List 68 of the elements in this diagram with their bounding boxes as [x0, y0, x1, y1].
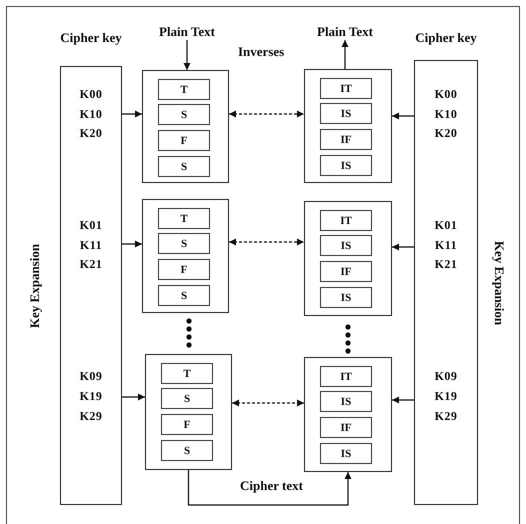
round-key-label: K00 [78, 87, 104, 102]
key-expansion-label: Key Expansion [491, 240, 507, 325]
cipher-key-heading: Cipher key [59, 30, 123, 46]
round-key-label: K19 [78, 389, 104, 404]
arrow [188, 470, 352, 506]
arrow [392, 244, 414, 250]
function-box: IS [320, 391, 372, 412]
round-key-label: K09 [434, 369, 458, 384]
arrow [392, 396, 414, 404]
round-key-label: K11 [78, 238, 104, 253]
arrow [229, 238, 304, 246]
round-key-label: K01 [434, 218, 458, 233]
function-box: S [161, 440, 213, 461]
arrow [184, 40, 190, 70]
round-key-label: K29 [78, 409, 104, 424]
round-key-label: K00 [434, 87, 458, 102]
function-box: S [158, 233, 210, 254]
function-box: IT [320, 210, 372, 231]
round-key-label: K09 [78, 369, 104, 384]
function-box: T [161, 363, 213, 384]
function-box: IS [320, 155, 372, 176]
edge-label: Cipher text [238, 478, 305, 494]
function-box: IF [320, 129, 372, 150]
inverses-label: Inverses [238, 44, 284, 60]
arrow [122, 394, 145, 400]
arrow [122, 240, 142, 248]
function-box: IS [320, 443, 372, 464]
function-box: F [161, 414, 213, 435]
round-box [304, 69, 392, 183]
round-key-label: K21 [434, 257, 458, 272]
round-box [304, 357, 392, 472]
arrow [392, 112, 414, 120]
round-box [304, 201, 392, 316]
arrow [122, 110, 142, 118]
function-box: S [158, 104, 210, 125]
round-key-label: K20 [78, 126, 104, 141]
round-key-label: K10 [434, 107, 458, 122]
plain-text-label: Plain Text [310, 24, 380, 40]
function-box: S [158, 285, 210, 306]
arrow [229, 110, 304, 118]
function-box: T [158, 208, 210, 229]
round-key-label: K19 [434, 389, 458, 404]
plain-text-label: Plain Text [152, 24, 222, 40]
round-key-label: K20 [434, 126, 458, 141]
function-box: T [158, 79, 210, 100]
function-box: IS [320, 235, 372, 256]
function-box: IT [320, 366, 372, 387]
function-box: F [158, 130, 210, 151]
key-expansion-label: Key Expansion [27, 243, 43, 328]
function-box: IS [320, 103, 372, 124]
arrow [232, 400, 304, 406]
function-box: F [158, 259, 210, 280]
round-key-label: K29 [434, 409, 458, 424]
function-box: S [161, 388, 213, 409]
round-key-label: K10 [78, 107, 104, 122]
cipher-key-heading: Cipher key [414, 30, 478, 46]
function-box: IF [320, 261, 372, 282]
arrow [342, 40, 348, 69]
function-box: IT [320, 78, 372, 99]
round-key-label: K01 [78, 218, 104, 233]
function-box: S [158, 156, 210, 177]
function-box: IF [320, 417, 372, 438]
round-key-label: K21 [78, 257, 104, 272]
round-key-label: K11 [434, 238, 458, 253]
round-box [145, 354, 232, 470]
round-box [142, 199, 229, 313]
round-box [142, 70, 229, 183]
function-box: IS [320, 287, 372, 308]
